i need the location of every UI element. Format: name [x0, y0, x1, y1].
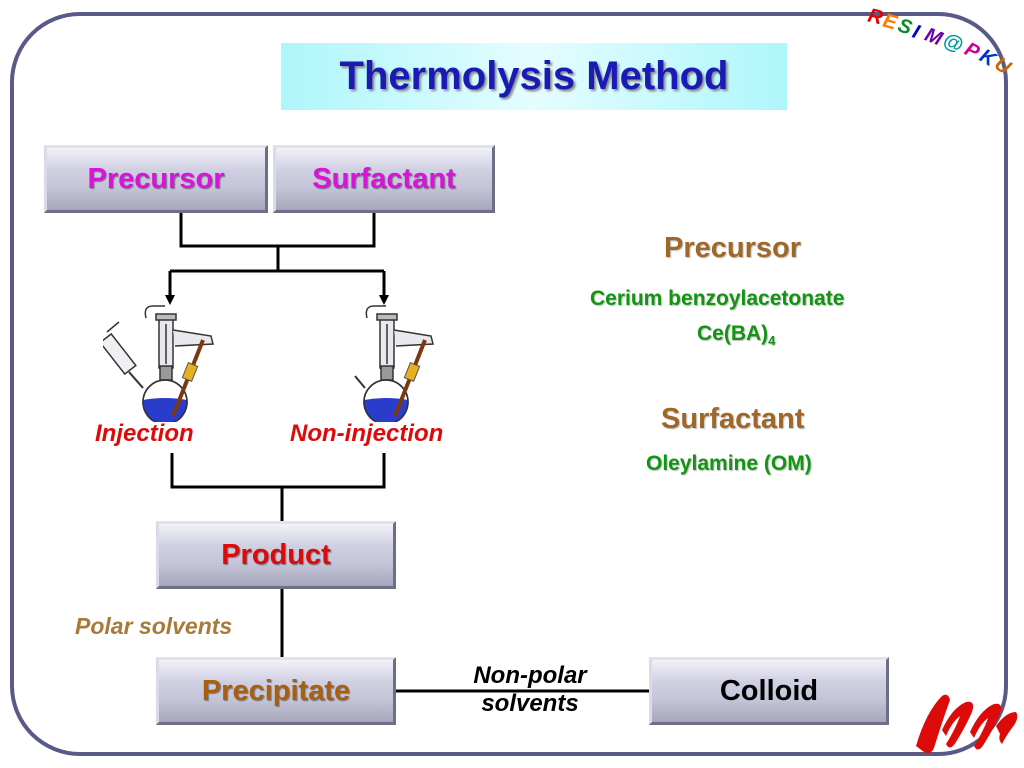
non-polar-line1: Non-polar — [473, 662, 587, 689]
precipitate-label: Precipitate — [201, 674, 351, 707]
title-banner: Thermolysis Method — [281, 43, 787, 110]
non-polar-solvents-label: Non-polar solvents — [452, 662, 608, 718]
colloid-label: Colloid — [719, 674, 819, 707]
slide-frame — [10, 12, 1008, 756]
product-box: Product — [156, 521, 396, 589]
surfactant-heading: Surfactant — [661, 403, 805, 435]
precursor-label: Precursor — [87, 162, 225, 195]
precursor-formula: Ce(BA)4 — [697, 322, 775, 348]
reaction-flask-icon — [354, 305, 434, 422]
connector-top-bracket — [179, 213, 376, 248]
surfactant-name: Oleylamine (OM) — [646, 452, 812, 475]
precursor-formula-subscript: 4 — [768, 333, 776, 349]
precursor-heading: Precursor — [664, 232, 802, 264]
connector-merge-bracket — [170, 453, 386, 489]
non-polar-line2: solvents — [481, 690, 579, 717]
injection-label: Injection — [95, 420, 194, 447]
non-injection-label: Non-injection — [290, 420, 444, 447]
product-label: Product — [221, 538, 331, 571]
colloid-box: Colloid — [649, 657, 889, 725]
precipitate-box: Precipitate — [156, 657, 396, 725]
pku-logo-icon — [916, 694, 1018, 754]
polar-solvents-label: Polar solvents — [75, 613, 233, 639]
page-title: Thermolysis Method — [339, 54, 729, 98]
surfactant-box: Surfactant — [273, 145, 495, 213]
surfactant-label: Surfactant — [312, 162, 456, 195]
reaction-flask-with-syringe-icon — [103, 305, 214, 422]
precursor-formula-main: Ce(BA) — [697, 322, 769, 345]
precursor-box: Precursor — [44, 145, 268, 213]
precursor-name: Cerium benzoylacetonate — [590, 287, 845, 310]
